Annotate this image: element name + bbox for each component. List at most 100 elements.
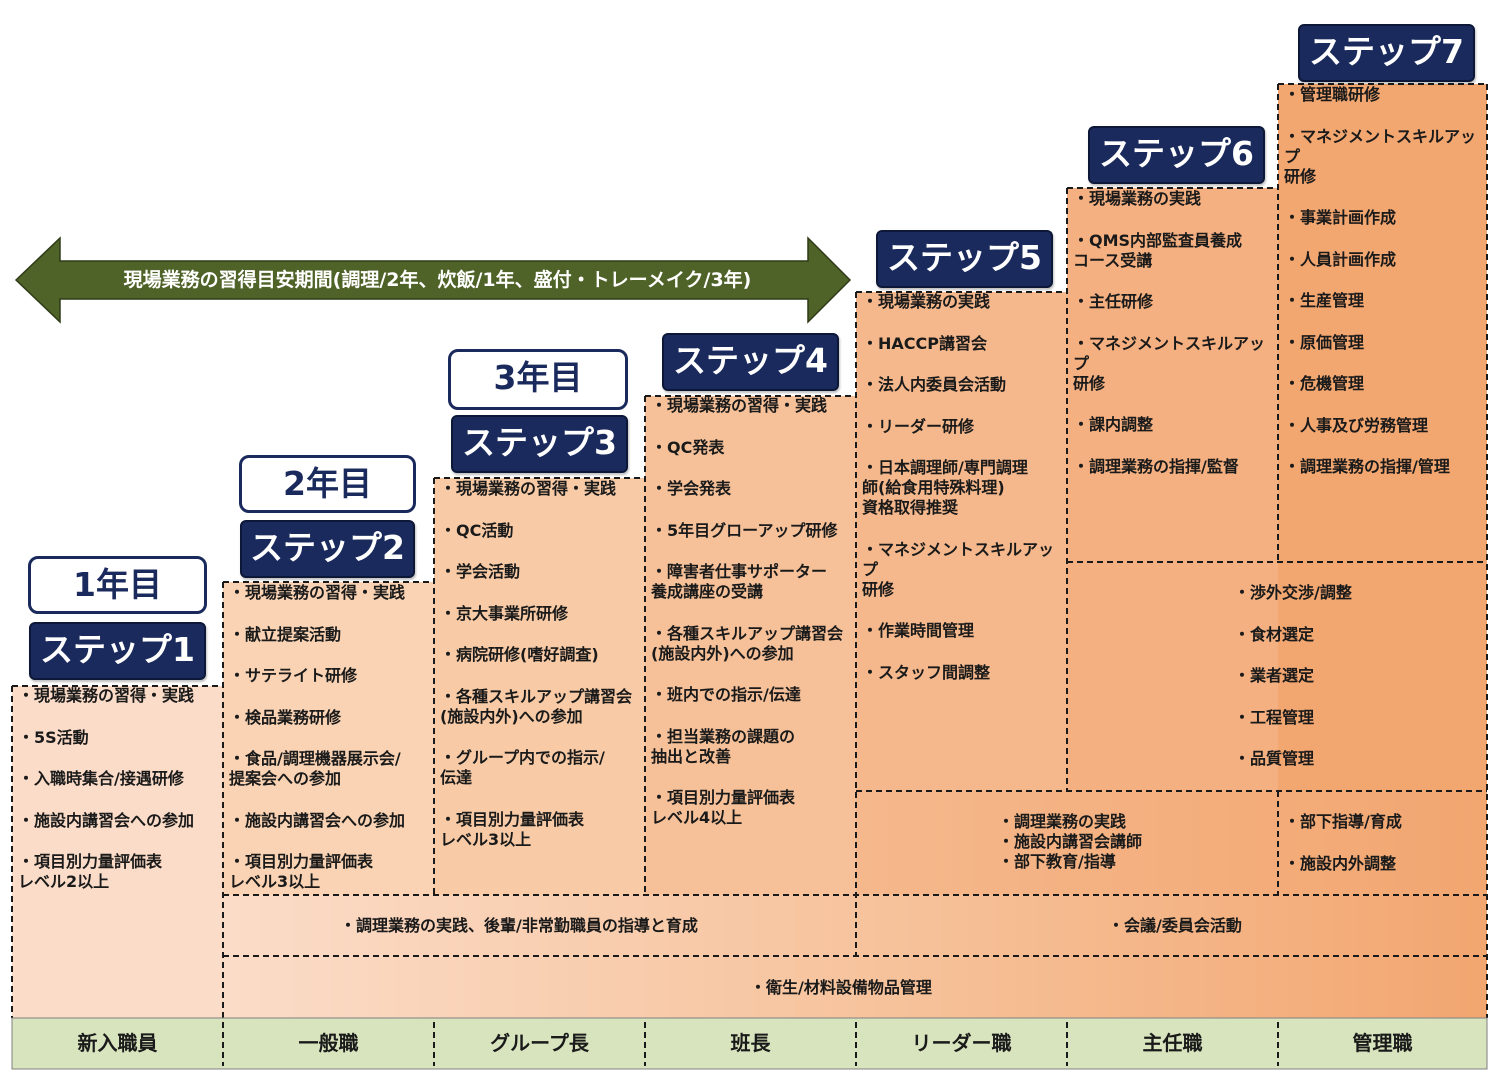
grade-label-leader: リーダー職 (911, 1031, 1012, 1055)
list-item: ・病院研修(嗜好調査) (440, 645, 599, 664)
column-bg-1 (12, 686, 223, 1018)
list-item: ・調理業務の指揮/管理 (1284, 457, 1450, 476)
list-item: ・業者選定 (1234, 666, 1315, 685)
list-item: ・QMS内部監査員養成 コース受講 (1073, 230, 1243, 270)
list-item: ・検品業務研修 (229, 707, 342, 727)
step-3-label: ステップ3 (451, 415, 628, 473)
list-item: ・各種スキルアップ講習会 (施設内外)への参加 (440, 686, 633, 726)
list-item: ・5年目グローアップ研修 (651, 520, 838, 540)
grade-label-group-leader: グループ長 (490, 1031, 589, 1055)
list-item: ・食品/調理機器展示会/ 提案会への参加 (229, 749, 401, 788)
list-item: ・施設内外調整 (1284, 853, 1397, 873)
step-2-items: ・現場業務の習得・実践 ・献立提案活動 ・サテライト研修 ・検品業務研修 ・食品… (229, 583, 434, 914)
grade-label-chief: 主任職 (1142, 1031, 1203, 1055)
list-item: ・サテライト研修 (229, 666, 358, 685)
list-item: ・管理職研修 (1284, 85, 1381, 104)
grade-label-team-chief: 班長 (730, 1031, 771, 1055)
list-item: ・危機管理 (1284, 374, 1365, 393)
list-item: ・担当業務の課題の 抽出と改善 (651, 726, 796, 766)
leader-band-bg (856, 791, 1487, 895)
list-item: ・現場業務の習得・実践 (651, 396, 828, 415)
leader-shared-items: ・調理業務の実践 ・施設内講習会講師 ・部下教育/指導 (998, 812, 1143, 871)
list-item: ・マネジメントスキルアップ 研修 (1073, 333, 1266, 393)
step-6-label: ステップ6 (1088, 126, 1265, 184)
step-1-label: ステップ1 (29, 622, 206, 680)
list-item: ・課内調整 (1073, 415, 1154, 434)
step-2-label: ステップ2 (240, 520, 415, 578)
list-item: ・学会発表 (651, 479, 732, 498)
year-1-label: 1年目 (28, 556, 207, 614)
column-bg-6 (1067, 188, 1278, 791)
list-item: ・各種スキルアップ講習会 (施設内外)への参加 (651, 623, 844, 663)
list-item: ・現場業務の習得・実践 (18, 686, 195, 705)
grade-label-manager: 管理職 (1352, 1031, 1413, 1055)
list-item: ・項目別力量評価表 レベル3以上 (440, 809, 585, 849)
column-bg-3 (434, 478, 645, 895)
list-item: ・生産管理 (1284, 291, 1365, 310)
step-5-items: ・現場業務の実践 ・HACCP講習会 ・法人内委員会活動 ・リーダー研修 ・日本… (862, 292, 1067, 704)
list-item: ・法人内委員会活動 (862, 375, 1007, 394)
year-2-label: 2年目 (239, 455, 416, 513)
list-item: ・現場業務の習得・実践 (229, 583, 406, 602)
training-band-label: ・調理業務の実践、後輩/非常勤職員の指導と育成 (340, 916, 698, 935)
list-item: ・事業計画作成 (1284, 208, 1397, 227)
list-item: ・主任研修 (1073, 292, 1154, 311)
list-item: ・食材選定 (1234, 624, 1315, 644)
column-bg-7 (1278, 84, 1487, 791)
step-7-items: ・管理職研修 ・マネジメントスキルアップ 研修 ・事業計画作成 ・人員計画作成 … (1284, 85, 1487, 499)
list-item: ・スタッフ間調整 (862, 662, 991, 682)
step-4-label: ステップ4 (662, 333, 839, 391)
grade-label-new-hire: 新入職員 (77, 1031, 158, 1055)
list-item: ・施設内講習会への参加 (18, 810, 195, 830)
column-bg-2 (223, 582, 434, 895)
list-item: ・マネジメントスキルアップ 研修 (1284, 126, 1477, 186)
list-item: ・現場業務の実践 (862, 292, 991, 311)
list-item: ・人員計画作成 (1284, 249, 1397, 269)
list-item: ・班内での指示/伝達 (651, 685, 801, 704)
column-bg-5 (856, 292, 1067, 791)
step-5-label: ステップ5 (876, 230, 1053, 288)
year-3-label: 3年目 (448, 349, 628, 410)
list-item: ・項目別力量評価表 レベル2以上 (18, 852, 163, 891)
list-item: ・京大事業所研修 (440, 603, 569, 623)
grade-label-general: 一般職 (298, 1031, 359, 1055)
list-item: ・施設内講習会への参加 (229, 810, 406, 830)
list-item: ・原価管理 (1284, 332, 1365, 352)
list-item: ・日本調理師/専門調理 師(給食用特殊料理) 資格取得推奨 (862, 458, 1028, 517)
period-arrow-label: 現場業務の習得目安期間(調理/2年、炊飯/1年、盛付・トレーメイク/3年) (123, 269, 752, 291)
step-6-items: ・現場業務の実践 ・QMS内部監査員養成 コース受講 ・主任研修 ・マネジメント… (1073, 189, 1278, 498)
list-item: ・HACCP講習会 (862, 333, 987, 353)
list-item: ・項目別力量評価表 レベル4以上 (651, 788, 796, 827)
list-item: ・マネジメントスキルアップ 研修 (862, 539, 1055, 599)
list-item: ・学会活動 (440, 562, 521, 581)
step-3-items: ・現場業務の習得・実践 ・QC活動 ・学会活動 ・京大事業所研修 ・病院研修(嗜… (440, 479, 645, 871)
management-shared-items: ・渉外交渉/調整 ・食材選定 ・業者選定 ・工程管理 ・品質管理 (1234, 583, 1474, 791)
meeting-band-label: ・会議/委員会活動 (1108, 916, 1242, 935)
list-item: ・障害者仕事サポーター 養成講座の受講 (651, 562, 828, 601)
hygiene-band-bg (223, 956, 1487, 1018)
list-item: ・QC活動 (440, 520, 514, 540)
list-item: ・現場業務の実践 (1073, 189, 1202, 208)
list-item: ・リーダー研修 (862, 416, 975, 436)
list-item: ・渉外交渉/調整 (1234, 583, 1352, 602)
grade-row-bg (11, 1017, 1488, 1070)
step-4-items: ・現場業務の習得・実践 ・QC発表 ・学会発表 ・5年目グローアップ研修 ・障害… (651, 396, 856, 850)
manager-shared-items: ・部下指導/育成 ・施設内外調整 (1284, 812, 1484, 895)
period-arrow-shape (14, 236, 852, 324)
list-item: ・調理業務の指揮/監督 (1073, 456, 1239, 476)
list-item: ・作業時間管理 (862, 621, 975, 640)
list-item: ・部下指導/育成 (1284, 812, 1402, 831)
list-item: ・現場業務の習得・実践 (440, 479, 617, 498)
hygiene-band-label: ・衛生/材料設備物品管理 (750, 978, 932, 997)
list-item: ・項目別力量評価表 レベル3以上 (229, 852, 374, 891)
step-1-items: ・現場業務の習得・実践 ・5S活動 ・入職時集合/接遇研修 ・施設内講習会への参… (18, 686, 223, 914)
list-item: ・献立提案活動 (229, 624, 342, 644)
column-bg-4 (645, 396, 856, 895)
list-item: ・人事及び労務管理 (1284, 415, 1429, 435)
list-item: ・入職時集合/接遇研修 (18, 769, 184, 788)
list-item: ・グループ内での指示/ 伝達 (440, 748, 605, 787)
list-item: ・QC発表 (651, 437, 725, 457)
step-7-label: ステップ7 (1298, 24, 1475, 82)
list-item: ・工程管理 (1234, 707, 1315, 727)
